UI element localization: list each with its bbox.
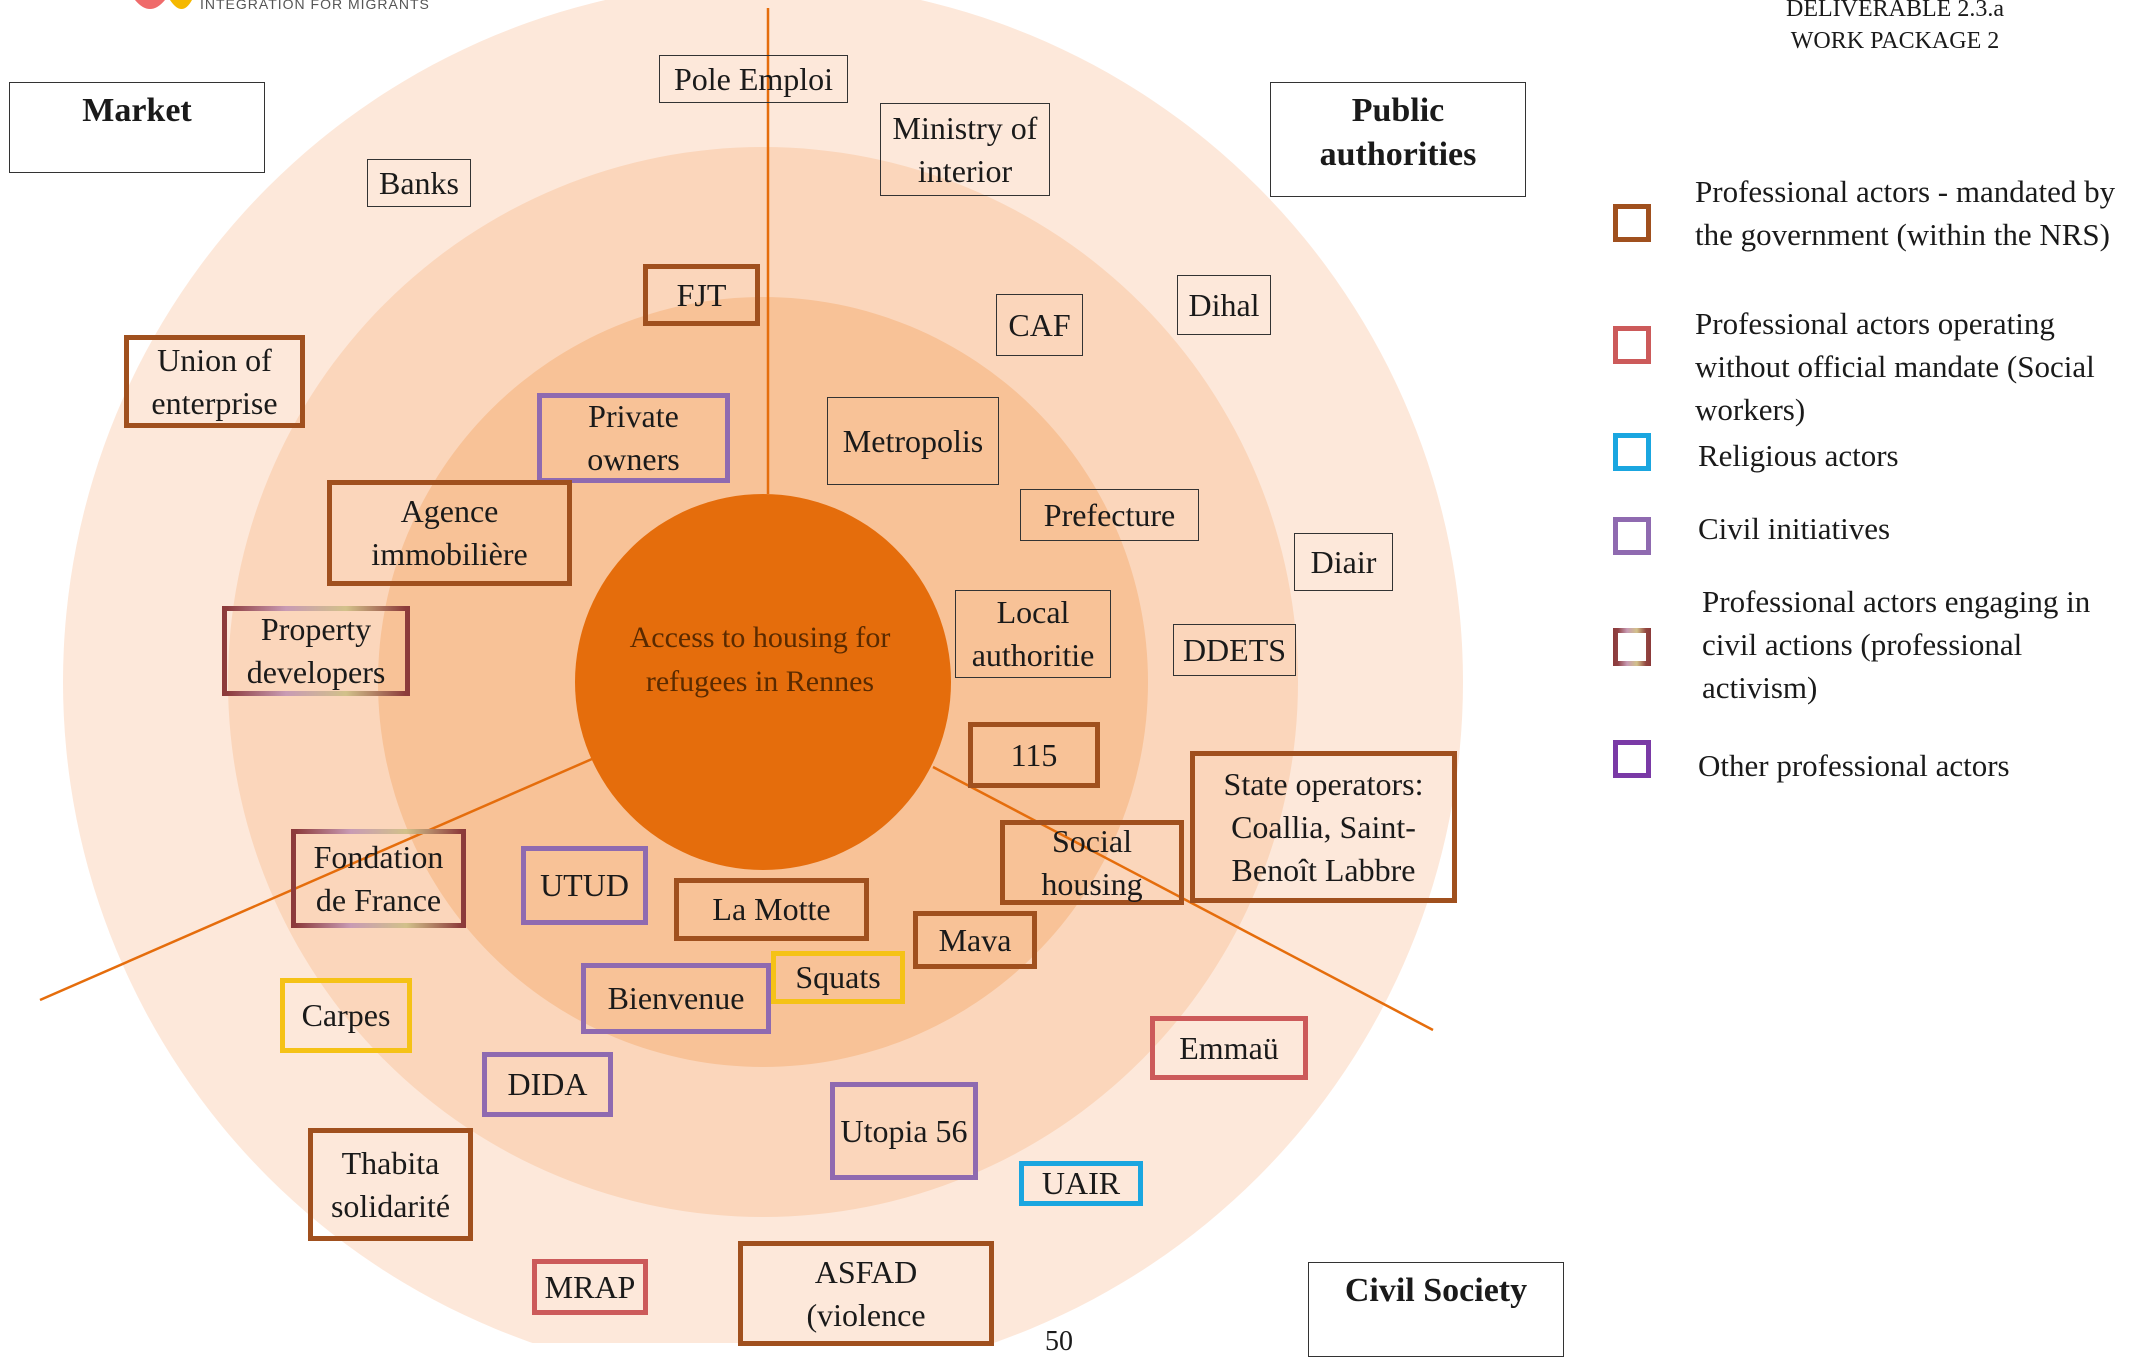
actor-uair: UAIR <box>1019 1161 1143 1206</box>
page-number: 50 <box>1045 1326 1073 1357</box>
actor-utopia-56: Utopia 56 <box>830 1082 978 1180</box>
actor-115: 115 <box>968 722 1100 788</box>
actor-mava: Mava <box>913 911 1037 969</box>
legend-swatch-mandated <box>1613 204 1651 242</box>
actor-agence-immobiliere: Agence immobilière <box>327 480 572 586</box>
actor-social-housing: Social housing <box>1000 820 1184 905</box>
actor-squats: Squats <box>771 951 905 1004</box>
legend-label-other: Other professional actors <box>1698 748 2010 783</box>
actor-bienvenue: Bienvenue <box>581 963 771 1034</box>
legend-label-religious: Religious actors <box>1698 438 1899 473</box>
actor-ministry-of-interior: Ministry of interior <box>880 103 1050 196</box>
actor-asfad: ASFAD (violence <box>738 1241 994 1346</box>
actor-la-motte: La Motte <box>674 878 869 941</box>
work-package-label: WORK PACKAGE 2 <box>1790 28 2000 54</box>
legend-label-civil: Civil initiatives <box>1698 511 1891 546</box>
legend-swatch-other <box>1613 740 1651 778</box>
actor-thabita-solidarite: Thabita solidarité <box>308 1128 473 1241</box>
actor-banks: Banks <box>367 159 471 207</box>
logo-tagline: INTEGRATION FOR MIGRANTS <box>200 0 430 12</box>
actor-ddets: DDETS <box>1173 624 1296 676</box>
legend-swatch-civil <box>1613 517 1651 555</box>
legend-label-no-mandate: Professional actors operating without of… <box>1695 306 2095 427</box>
sector-market: Market <box>9 82 265 173</box>
actor-metropolis: Metropolis <box>827 397 999 485</box>
actor-local-authoritie: Local authoritie <box>955 590 1111 678</box>
center-circle <box>575 494 951 870</box>
sector-civil-society: Civil Society <box>1308 1262 1564 1357</box>
legend-label-activism: Professional actors engaging in civil ac… <box>1702 584 2091 705</box>
actor-caf: CAF <box>996 294 1083 356</box>
actor-private-owners: Private owners <box>537 393 730 483</box>
legend-label-mandated: Professional actors - mandated by the go… <box>1695 174 2116 252</box>
deliverable-label: DELIVERABLE 2.3.a <box>1786 0 2004 22</box>
actor-mrap: MRAP <box>532 1259 648 1315</box>
actor-dida: DIDA <box>482 1052 613 1117</box>
center-label: Access to housing for refugees in Rennes <box>629 621 891 698</box>
legend-swatch-religious <box>1613 433 1651 471</box>
actor-property-developers: Property developers <box>222 606 410 696</box>
sector-public-authorities: Public authorities <box>1270 82 1526 197</box>
actor-utud: UTUD <box>521 846 648 925</box>
actor-state-operators: State operators: Coallia, Saint-Benoît L… <box>1190 751 1457 903</box>
actor-fondation-de-france: Fondation de France <box>291 829 466 928</box>
actor-union-of-enterprise: Union of enterprise <box>124 335 305 428</box>
actor-prefecture: Prefecture <box>1020 489 1199 541</box>
actor-fjt: FJT <box>643 264 760 326</box>
actor-emmau: Emmaü <box>1150 1016 1308 1080</box>
actor-carpes: Carpes <box>280 978 412 1053</box>
logo-icon <box>135 0 165 9</box>
legend-swatch-activism <box>1613 628 1651 666</box>
actor-dihal: Dihal <box>1177 275 1271 335</box>
actor-pole-emploi: Pole Emploi <box>659 55 848 103</box>
legend-swatch-no-mandate <box>1613 326 1651 364</box>
actor-diair: Diair <box>1294 533 1393 591</box>
